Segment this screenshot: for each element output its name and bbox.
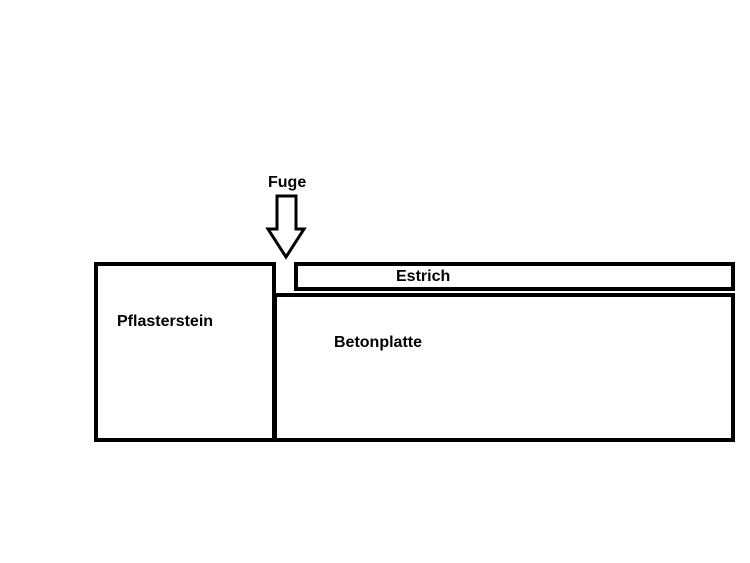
betonplatte-label: Betonplatte [334,334,422,351]
estrich-label: Estrich [396,268,450,285]
estrich-layer [294,262,735,291]
pflasterstein-label: Pflasterstein [117,313,213,330]
fuge-label: Fuge [268,174,306,191]
pflasterstein-block [94,262,276,442]
betonplatte-block [273,293,735,442]
fuge-arrow-icon [265,194,307,260]
